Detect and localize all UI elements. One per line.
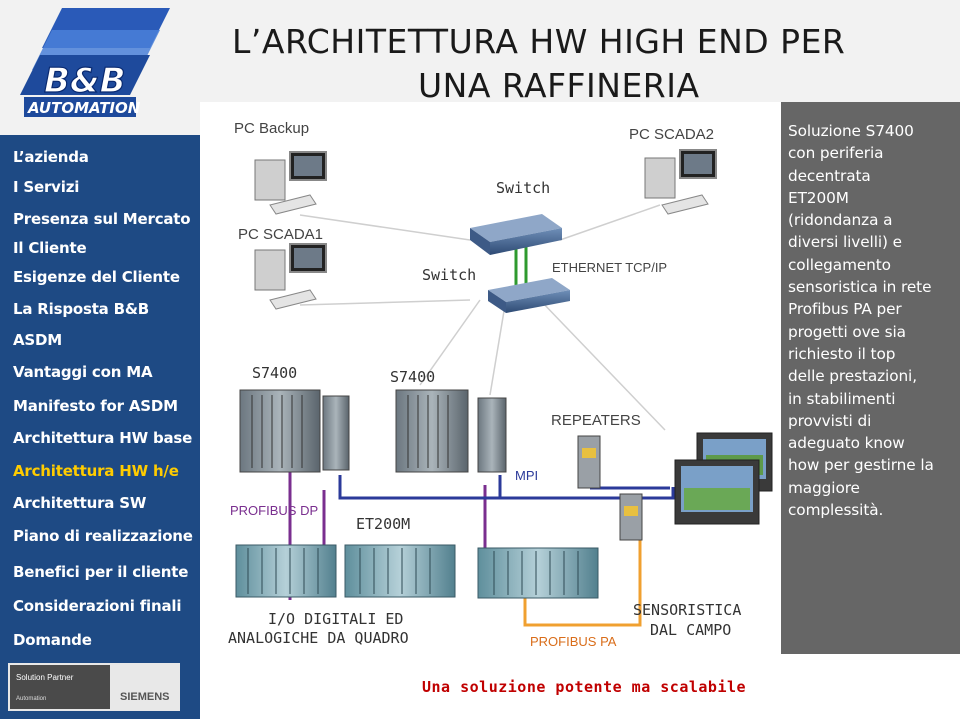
s7400-mid-rack <box>395 389 469 473</box>
et200m-left-module <box>322 395 350 471</box>
s7400-left-rack <box>239 389 321 473</box>
bb-automation-logo: B&B AUTOMATION <box>0 0 200 135</box>
repeaters-label: REPEATERS <box>551 412 641 429</box>
page-title-line1: L’ARCHITETTURA HW HIGH END PER <box>232 22 846 61</box>
switch-top-device <box>470 214 562 255</box>
nav-item[interactable]: La Risposta B&B <box>13 300 149 318</box>
pc-scada1-computer <box>254 243 327 310</box>
nav-item[interactable]: Benefici per il cliente <box>13 563 189 581</box>
repeater-1 <box>577 435 601 489</box>
profibus-pa-line <box>523 540 642 627</box>
nav-item[interactable]: Esigenze del Cliente <box>13 268 180 286</box>
nav-item[interactable]: Vantaggi con MA <box>13 363 153 381</box>
info-line: Profibus PA per <box>788 300 902 319</box>
partner-line2: Automation <box>16 696 46 702</box>
nav-item[interactable]: L’azienda <box>13 148 89 166</box>
switch-mid-label: Switch <box>422 266 477 284</box>
nav-item[interactable]: Architettura HW h/e <box>13 462 179 480</box>
repeater-2 <box>619 493 643 541</box>
info-line: Soluzione S7400 <box>788 122 914 140</box>
title-band <box>200 0 960 102</box>
pc-scada1-label: PC SCADA1 <box>238 226 324 243</box>
page-title-line2: UNA RAFFINERIA <box>418 66 700 105</box>
pc-scada2-computer <box>644 149 717 215</box>
footer-tagline: Una soluzione potente ma scalabile <box>422 678 747 696</box>
logo-subtitle: AUTOMATION <box>27 99 141 117</box>
siemens-brand: SIEMENS <box>120 691 170 703</box>
info-line: complessità. <box>788 501 884 520</box>
pc-backup-label: PC Backup <box>234 120 310 137</box>
s7400-mid-label: S7400 <box>390 368 436 386</box>
nav-item[interactable]: Manifesto for ASDM <box>13 397 178 415</box>
info-line: con periferia <box>788 144 884 163</box>
switch-mid-device <box>488 278 570 313</box>
network-gray-lines <box>299 204 666 431</box>
pc-scada2-label: PC SCADA2 <box>629 126 715 143</box>
nav-item[interactable]: ASDM <box>13 331 62 349</box>
ethernet-label: ETHERNET TCP/IP <box>552 260 668 275</box>
nav-item[interactable]: Domande <box>13 631 92 649</box>
info-line: collegamento <box>788 255 891 274</box>
partner-line1: Solution Partner <box>16 673 74 682</box>
nav-item[interactable]: Architettura HW base <box>13 429 193 447</box>
logo-graphic: B&B AUTOMATION <box>20 8 170 117</box>
io-racks-dividers <box>247 548 579 595</box>
s7400-left-label: S7400 <box>252 364 298 382</box>
io-label-line2: ANALOGICHE DA QUADRO <box>228 629 409 647</box>
info-line: ET200M <box>788 188 849 207</box>
info-line: how per gestirne la <box>788 456 934 475</box>
mpi-label: MPI <box>515 468 539 483</box>
hmi-panel-front <box>674 459 760 525</box>
profibus-dp-label: PROFIBUS DP <box>230 503 319 518</box>
siemens-solution-partner-badge: Solution Partner Automation SIEMENS <box>8 663 180 711</box>
mpi-line <box>338 475 675 500</box>
et200m-mid-module <box>477 397 507 473</box>
info-line: progetti ove sia <box>788 322 906 341</box>
et200m-label: ET200M <box>356 515 411 533</box>
nav-item[interactable]: Piano di realizzazione <box>13 527 193 545</box>
nav-item[interactable]: Architettura SW <box>13 494 147 512</box>
info-line: in stabilimenti <box>788 389 896 408</box>
logo-brand: B&B <box>44 61 125 101</box>
ethernet-links <box>514 245 528 285</box>
nav-item[interactable]: Il Cliente <box>13 239 87 257</box>
info-line: delle prestazioni, <box>788 367 917 386</box>
info-line: maggiore <box>788 478 860 497</box>
partner-graphic: Solution Partner Automation SIEMENS <box>8 663 180 711</box>
info-panel <box>781 102 960 654</box>
profibus-pa-label: PROFIBUS PA <box>530 634 617 649</box>
sensors-label-line1: SENSORISTICA <box>633 601 742 619</box>
footer <box>200 654 960 719</box>
pc-backup-computer <box>254 151 327 215</box>
info-line: provvisti di <box>788 411 872 430</box>
nav-item[interactable]: Considerazioni finali <box>13 597 182 615</box>
info-line: sensoristica in rete <box>788 278 932 297</box>
side-navigation: B&B AUTOMATION Solution Partner Automati… <box>0 0 200 719</box>
info-line: decentrata <box>788 166 871 185</box>
info-line: diversi livelli) e <box>788 233 902 252</box>
info-line: adeguato know <box>788 434 905 453</box>
io-label-line1: I/O DIGITALI ED <box>268 610 404 628</box>
nav-item[interactable]: I Servizi <box>13 178 80 196</box>
sensors-label-line2: DAL CAMPO <box>650 621 732 639</box>
info-line: richiesto il top <box>788 344 896 363</box>
info-line: (ridondanza a <box>788 211 893 230</box>
switch-top-label: Switch <box>496 179 551 197</box>
nav-item[interactable]: Presenza sul Mercato <box>13 210 191 228</box>
